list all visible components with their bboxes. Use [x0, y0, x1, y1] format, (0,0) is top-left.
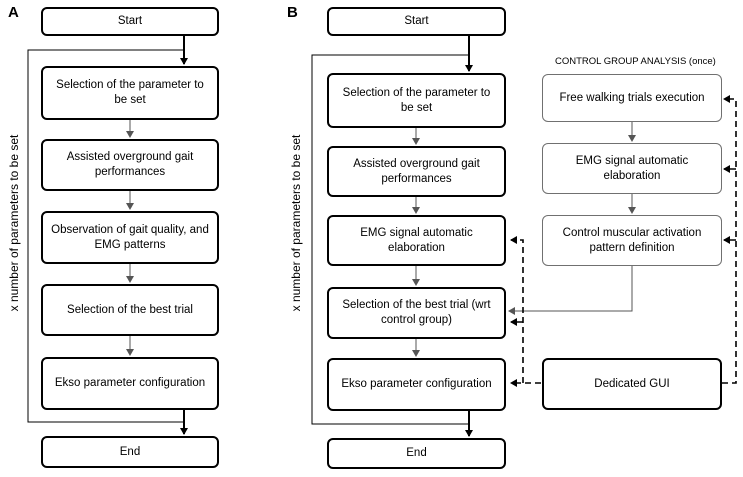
panel-a-arrows [27, 36, 188, 435]
cg-emg-box: EMG signal automatic elaboration [542, 143, 722, 194]
control-group-arrows [508, 122, 636, 315]
panel-b-side-label: x number of parameters to be set [289, 134, 303, 312]
panel-b-start-box: Start [327, 7, 506, 36]
panel-b-end-box: End [327, 438, 506, 469]
arrow-cg-activation-best [508, 266, 633, 315]
dashed-gui-right-loop [722, 95, 737, 384]
cg-activation-box: Control muscular activation pattern defi… [542, 215, 722, 266]
panel-a-best-trial-box: Selection of the best trial [41, 284, 219, 336]
panel-b-emg-box: EMG signal automatic elaboration [327, 215, 506, 266]
dashed-gui-emg [510, 236, 524, 383]
panel-b-selection-box: Selection of the parameter to be set [327, 73, 506, 128]
panel-a-end-box: End [41, 436, 219, 468]
panel-b-best-trial-box: Selection of the best trial (wrt control… [327, 287, 506, 339]
gui-dashed-connectors [510, 95, 737, 387]
panel-b-assisted-box: Assisted overground gait performances [327, 146, 506, 197]
loop-b [311, 54, 469, 425]
panel-b-arrows [311, 36, 473, 437]
loop-a [27, 49, 184, 423]
panel-a-selection-box: Selection of the parameter to be set [41, 66, 219, 120]
panel-a-start-box: Start [41, 7, 219, 36]
panel-a-label: A [8, 4, 19, 21]
panel-a-observation-box: Observation of gait quality, and EMG pat… [41, 211, 219, 264]
panel-b-label: B [287, 4, 298, 21]
panel-b-ekso-box: Ekso parameter configuration [327, 358, 506, 411]
control-group-heading: CONTROL GROUP ANALYSIS (once) [555, 56, 716, 67]
panel-a-ekso-box: Ekso parameter configuration [41, 357, 219, 410]
panel-a-assisted-box: Assisted overground gait performances [41, 139, 219, 191]
panel-a-side-label: x number of parameters to be set [7, 134, 21, 312]
cg-free-walking-box: Free walking trials execution [542, 74, 722, 122]
dedicated-gui-box: Dedicated GUI [542, 358, 722, 410]
